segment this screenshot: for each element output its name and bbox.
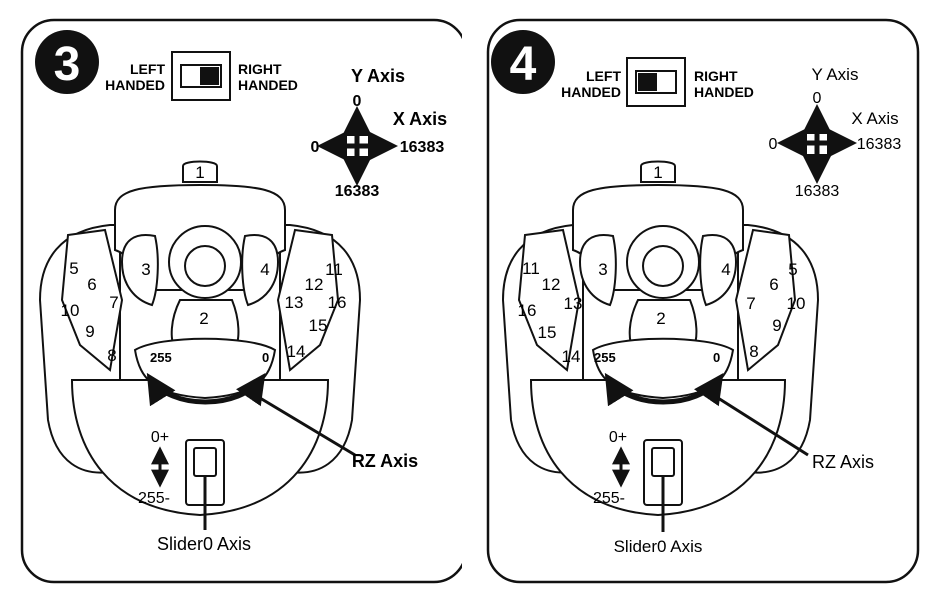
left-cluster-btn-b: 6 xyxy=(87,275,96,294)
left-cluster-btn-f: 8 xyxy=(107,346,116,365)
rz-left-value: 255 xyxy=(150,350,172,365)
slider-top-value: 0+ xyxy=(609,429,627,446)
left-cluster-btn-b: 12 xyxy=(542,275,561,294)
slider-axis-label: Slider0 Axis xyxy=(614,537,703,556)
button-2-number: 2 xyxy=(656,309,665,328)
right-cluster-btn-e: 9 xyxy=(772,316,781,335)
right-cluster-btn-c: 13 xyxy=(285,293,304,312)
left-button-cluster xyxy=(517,228,581,372)
x-axis-min: 0 xyxy=(769,136,778,153)
y-axis-max: 16383 xyxy=(335,183,380,200)
x-axis-min: 0 xyxy=(311,139,320,156)
switch-knob-left xyxy=(638,73,657,91)
slider-bottom-value: 255- xyxy=(593,490,625,507)
rz-leader-line xyxy=(259,396,356,457)
slider-knob[interactable] xyxy=(193,447,217,477)
slider-bottom-value: 255- xyxy=(138,490,170,507)
joystick-body xyxy=(38,160,362,517)
hat-inner[interactable] xyxy=(184,245,226,287)
button-3-shape[interactable] xyxy=(578,234,617,307)
right-handed-label-1: RIGHT xyxy=(694,68,738,84)
right-handed-label-2: HANDED xyxy=(694,84,754,100)
left-cluster-btn-e: 9 xyxy=(85,322,94,341)
rz-rotation-arrow xyxy=(604,372,724,407)
left-cluster-btn-e: 15 xyxy=(538,323,557,342)
right-cluster-btn-d: 16 xyxy=(328,293,347,312)
trigger[interactable] xyxy=(640,160,676,183)
hat-inner[interactable] xyxy=(642,245,684,287)
left-cluster-btn-c: 10 xyxy=(61,301,80,320)
rz-left-value: 255 xyxy=(594,350,616,365)
right-cluster-btn-f: 8 xyxy=(749,342,758,361)
panel-step-3: 3 LEFT HANDED RIGHT HANDED Y Axis 0 X Ax… xyxy=(0,0,468,588)
right-cluster-btn-b: 11 xyxy=(325,260,343,279)
right-handed-label-1: RIGHT xyxy=(238,61,282,77)
x-axis-max: 16383 xyxy=(400,139,445,156)
right-handed-label-2: HANDED xyxy=(238,77,298,93)
button-4-shape[interactable] xyxy=(699,234,738,307)
y-axis-label: Y Axis xyxy=(351,66,405,86)
left-handed-label-2: HANDED xyxy=(105,77,165,93)
y-axis-min: 0 xyxy=(353,93,362,110)
left-cluster-btn-d: 7 xyxy=(109,293,118,312)
left-button-cluster xyxy=(60,228,124,372)
slider-top-value: 0+ xyxy=(151,429,169,446)
joystick-diagram-4: 4 LEFT HANDED RIGHT HANDED Y Axis 0 X Ax… xyxy=(486,18,920,584)
panel-step-4: 4 LEFT HANDED RIGHT HANDED Y Axis 0 X Ax… xyxy=(463,0,925,588)
left-cluster-btn-c: 16 xyxy=(518,301,537,320)
x-axis-label: X Axis xyxy=(393,109,447,129)
y-axis-label: Y Axis xyxy=(812,65,859,84)
button-3-number: 3 xyxy=(141,260,150,279)
step-number: 4 xyxy=(510,38,537,91)
trigger[interactable] xyxy=(182,160,218,183)
step-number: 3 xyxy=(54,38,81,91)
step-badge xyxy=(35,30,99,94)
right-cluster-btn-a: 12 xyxy=(305,275,324,294)
button-4-shape[interactable] xyxy=(241,234,280,307)
button-2-number: 2 xyxy=(199,309,208,328)
left-cluster-btn-d: 13 xyxy=(564,294,583,313)
button-4-number: 4 xyxy=(721,260,730,279)
button-3-number: 3 xyxy=(598,260,607,279)
button-1-number: 1 xyxy=(195,163,204,182)
right-cluster-btn-d: 10 xyxy=(787,294,806,313)
right-cluster-btn-c: 7 xyxy=(746,294,755,313)
right-cluster-btn-f: 14 xyxy=(287,342,306,361)
right-button-cluster xyxy=(276,228,340,372)
x-axis-max: 16383 xyxy=(857,136,902,153)
rz-rotation-arrow xyxy=(146,372,266,407)
button-3-shape[interactable] xyxy=(120,234,159,307)
left-handed-label-1: LEFT xyxy=(586,68,621,84)
left-cluster-btn-a: 5 xyxy=(69,259,78,278)
right-cluster-btn-b: 6 xyxy=(769,275,778,294)
step-badge xyxy=(491,30,555,94)
button-1-number: 1 xyxy=(653,163,662,182)
switch-knob-right xyxy=(200,67,219,85)
y-axis-max: 16383 xyxy=(795,183,840,200)
right-button-cluster xyxy=(734,228,797,372)
left-handed-label-1: LEFT xyxy=(130,61,165,77)
left-cluster-btn-f: 14 xyxy=(562,347,581,366)
rz-axis-label: RZ Axis xyxy=(352,451,418,471)
rz-right-value: 0 xyxy=(262,350,269,365)
y-axis-min: 0 xyxy=(813,90,822,107)
slider-axis-label: Slider0 Axis xyxy=(157,534,251,554)
left-cluster-btn-a: 11 xyxy=(522,259,540,278)
right-cluster-btn-a: 5 xyxy=(788,260,797,279)
right-cluster-btn-e: 15 xyxy=(309,316,328,335)
rz-axis-label: RZ Axis xyxy=(812,452,874,472)
slider-knob[interactable] xyxy=(651,447,675,477)
rz-leader-line xyxy=(717,396,809,457)
joystick-diagram-3: 3 LEFT HANDED RIGHT HANDED Y Axis 0 X Ax… xyxy=(20,18,468,584)
button-4-number: 4 xyxy=(260,260,269,279)
x-axis-label: X Axis xyxy=(851,109,898,128)
rz-right-value: 0 xyxy=(713,350,720,365)
left-handed-label-2: HANDED xyxy=(561,84,621,100)
